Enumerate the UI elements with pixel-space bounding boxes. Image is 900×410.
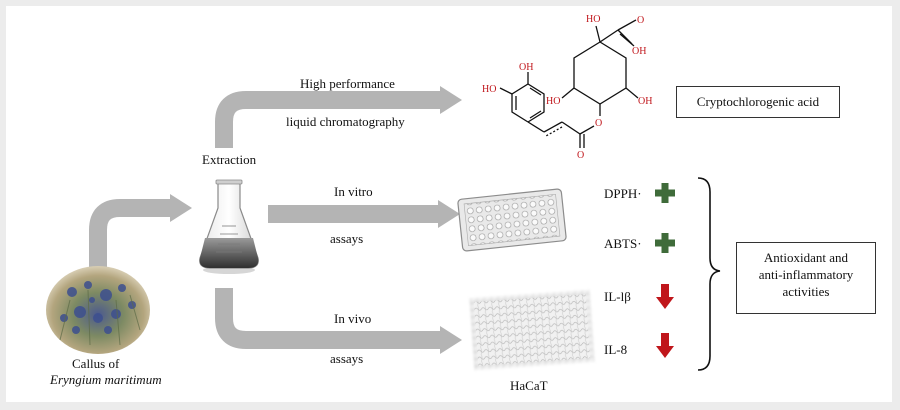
compound-box: Cryptochlorogenic acid: [676, 86, 840, 118]
invitro-label-line1: In vitro: [334, 184, 373, 199]
atom-phenol-oh: OH: [519, 62, 533, 73]
invivo-label-line1: In vivo: [334, 311, 372, 326]
callus-plant-image: [46, 266, 150, 354]
down-arrow-icon: [656, 284, 674, 309]
result-box: Antioxidant and anti-inflammatory activi…: [736, 242, 876, 314]
chemical-structure: [499, 19, 639, 148]
test-label-il1b: IL-lβ: [604, 289, 631, 304]
atom-phenol-ho: HO: [482, 84, 496, 95]
arrow-extraction-to-hplc: [215, 86, 462, 148]
atom-cooh-oh: OH: [632, 46, 646, 57]
down-arrow-icon: [656, 333, 674, 358]
hacat-cells-image: [469, 289, 595, 371]
result-line3: activities: [782, 284, 830, 299]
result-line2: anti-inflammatory: [758, 267, 854, 282]
invivo-label-line2: assays: [330, 351, 364, 366]
extraction-flask: [199, 179, 259, 274]
atom-carbonyl-o: O: [577, 150, 584, 161]
hplc-label-line1: High performance: [300, 76, 395, 91]
atom-ester-o: O: [595, 118, 602, 129]
plus-icon: [655, 183, 675, 203]
results-brace: [697, 177, 721, 371]
compound-name: Cryptochlorogenic acid: [696, 94, 820, 109]
test-label-il8: IL-8: [604, 342, 628, 357]
plus-icon: [655, 233, 675, 253]
result-line1: Antioxidant and: [763, 250, 849, 265]
test-label-abts: ABTS·: [604, 236, 642, 251]
invitro-label-line2: assays: [330, 231, 364, 246]
microplate-image: [457, 188, 567, 252]
hplc-label-line2: liquid chromatography: [286, 114, 405, 129]
atom-oh-left: HO: [546, 96, 560, 107]
callus-label-line1: Callus of: [72, 356, 120, 371]
arrow-callus-to-extraction: [89, 194, 192, 268]
arrow-extraction-to-invitro: [268, 200, 460, 228]
test-label-dpph: DPPH·: [604, 186, 642, 201]
extraction-label: Extraction: [202, 152, 257, 167]
callus-label-line2: Eryngium maritimum: [50, 372, 162, 387]
atom-oh-top: HO: [586, 14, 600, 25]
hacat-label: HaCaT: [510, 378, 548, 393]
atom-oh-right: OH: [638, 96, 652, 107]
atom-cooh-o: O: [637, 15, 644, 26]
arrow-extraction-to-invivo: [215, 288, 462, 354]
